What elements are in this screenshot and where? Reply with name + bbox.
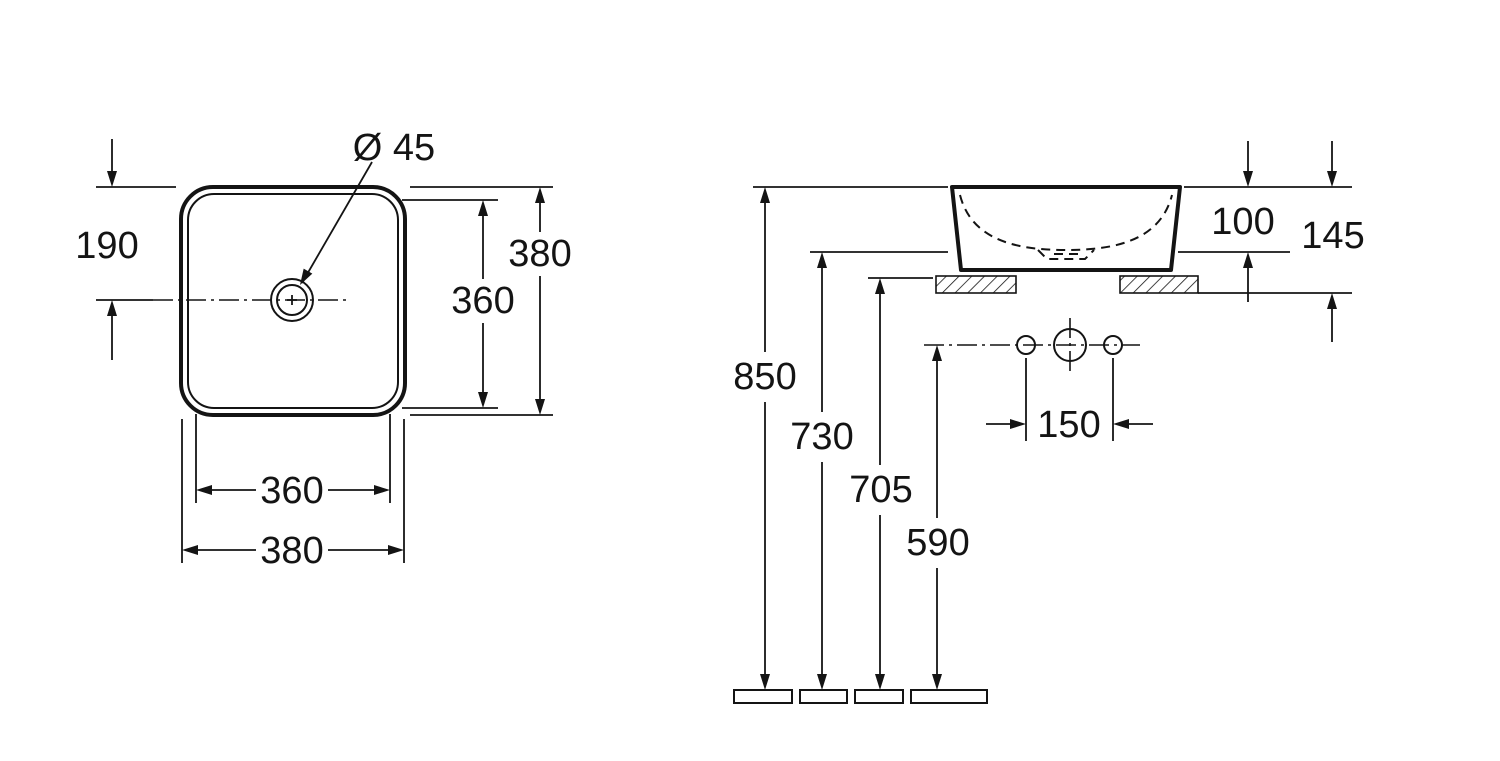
- floor-bar: [733, 689, 793, 704]
- floor-bar: [854, 689, 904, 704]
- basin-body: [950, 185, 1182, 272]
- counter-section-hatch: [935, 275, 1199, 294]
- floor-bar: [799, 689, 848, 704]
- drain-hole-outer-circle: [270, 278, 314, 322]
- dim-label-100: 100: [1211, 201, 1274, 243]
- drain-diameter-callout: Ø 45: [300, 127, 435, 285]
- leader-line: [301, 161, 373, 284]
- dim-label-590: 590: [906, 522, 969, 564]
- dimension-top-to-center: 190: [75, 139, 176, 360]
- dimension-floor-to-tap-hole: 590: [906, 345, 970, 690]
- floor-reference: [733, 689, 988, 704]
- drain-diameter-label: Ø 45: [353, 127, 435, 169]
- dimension-outer-width: 380: [181, 419, 405, 572]
- basin-outer-rim: [179, 185, 407, 417]
- dim-label-150: 150: [1037, 404, 1100, 446]
- dim-label-360-right: 360: [451, 280, 514, 322]
- dim-label-145: 145: [1301, 215, 1364, 257]
- basin-inner-rim: [187, 193, 399, 409]
- dimension-total-height: 145: [1198, 141, 1365, 342]
- drain-hole-inner-circle: [276, 284, 308, 316]
- dim-label-380-right: 380: [508, 233, 571, 275]
- dimension-inner-width: 360: [195, 414, 391, 512]
- tap-hole-left: [1016, 335, 1036, 355]
- dimension-rim-above-counter: 100: [1178, 141, 1352, 302]
- dimension-floor-to-underside: 705: [849, 277, 933, 690]
- tap-hole-right: [1103, 335, 1123, 355]
- basin-inner-contour-hidden: [959, 194, 1173, 252]
- tap-holes: [924, 318, 1140, 372]
- leader-arrow: [300, 268, 313, 285]
- dim-label-380-bottom: 380: [260, 530, 323, 572]
- side-view: 150 100 145 850: [733, 141, 1365, 704]
- drain-hole: [153, 278, 348, 322]
- dim-label-730: 730: [790, 416, 853, 458]
- dim-label-360-bottom: 360: [260, 470, 323, 512]
- drain-recess-hidden: [1037, 249, 1095, 260]
- hatch-strip-left: [935, 275, 1017, 294]
- hatch-strip-right: [1119, 275, 1199, 294]
- dimension-inner-height: 360: [402, 199, 515, 409]
- dim-label-705: 705: [849, 469, 912, 511]
- dimension-outer-height: 380: [410, 186, 572, 416]
- floor-bar: [910, 689, 988, 704]
- tap-hole-center: [1053, 328, 1087, 362]
- dim-label-850: 850: [733, 356, 796, 398]
- top-view: Ø 45 190 380: [75, 127, 571, 572]
- dim-label-190: 190: [75, 225, 138, 267]
- basin-top-view-outline: [179, 185, 407, 417]
- dimension-floor-to-rim: 850: [733, 186, 948, 690]
- dimension-tap-hole-spacing: 150: [986, 358, 1153, 446]
- dimension-floor-to-counter: 730: [790, 251, 948, 690]
- basin-side-view-outline: [950, 185, 1182, 272]
